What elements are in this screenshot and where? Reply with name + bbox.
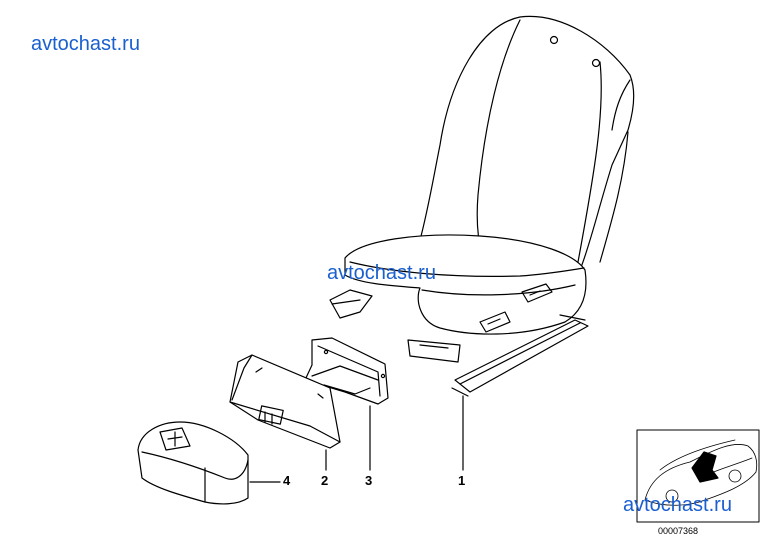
inset-diagram-id: 00007368 [658,526,699,536]
callout-3: 3 [365,473,373,488]
watermark-center: avtochast.ru [327,262,436,284]
seat-location-icon [691,451,719,483]
inset-frame [636,429,760,523]
callout-4: 4 [283,473,291,488]
bracket-illustration [304,337,389,405]
callout-2: 2 [321,473,329,488]
seat-illustration [329,15,635,397]
car-outline-icon [644,439,758,506]
cover-illustration [229,354,341,449]
callout-1: 1 [458,473,466,488]
watermark-top-left: avtochast.ru [31,33,140,55]
first-aid-kit-illustration [137,421,249,505]
watermark-bottom-right: avtochast.ru [623,494,732,516]
